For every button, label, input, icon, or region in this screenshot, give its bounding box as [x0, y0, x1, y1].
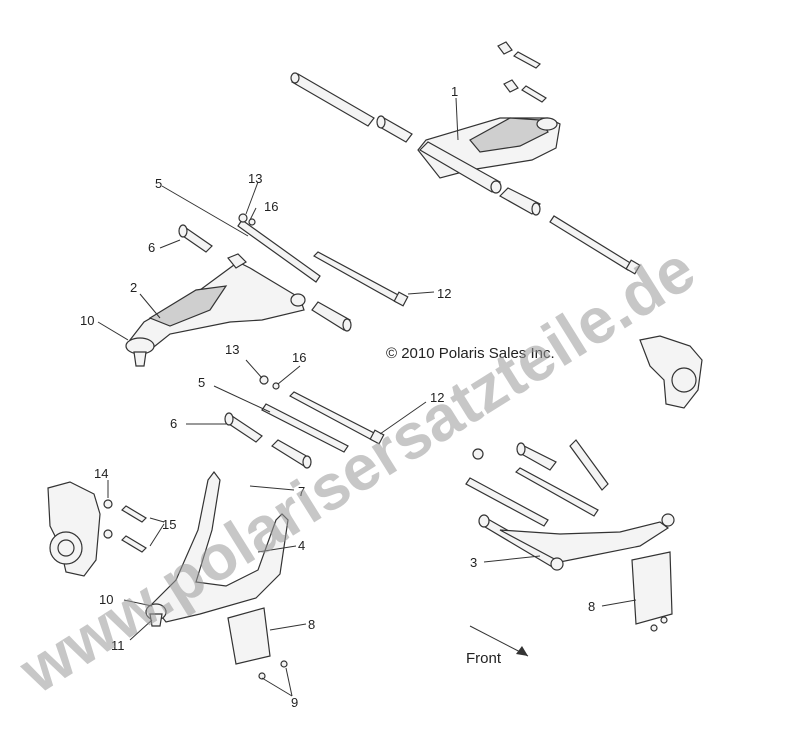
callout-16: 16 — [264, 199, 278, 214]
part-knuckle-right — [639, 335, 703, 409]
callout-3: 3 — [470, 555, 477, 570]
part-1-upper-a-arm-top — [290, 41, 641, 275]
callout-16: 16 — [292, 350, 306, 365]
front-label: Front — [466, 650, 502, 667]
callout-8: 8 — [308, 617, 315, 632]
callout-12: 12 — [430, 390, 444, 405]
copyright-text: © 2010 Polaris Sales Inc. — [386, 345, 555, 362]
callout-14: 14 — [94, 466, 108, 481]
callout-13: 13 — [248, 171, 262, 186]
callout-4: 4 — [298, 538, 305, 553]
part-knuckle-left — [47, 481, 101, 577]
callout-6: 6 — [148, 240, 155, 255]
callouts: 1 2 3 4 5 5 6 6 7 8 8 9 10 10 11 12 12 1… — [80, 84, 595, 710]
callout-1: 1 — [451, 84, 458, 99]
callout-8: 8 — [588, 599, 595, 614]
callout-10: 10 — [80, 313, 94, 328]
callout-13: 13 — [225, 342, 239, 357]
callout-6: 6 — [170, 416, 177, 431]
callout-11: 11 — [111, 638, 125, 653]
callout-7: 7 — [298, 484, 305, 499]
leader-lines — [97, 97, 637, 697]
callout-2: 2 — [130, 280, 137, 295]
callout-15: 15 — [162, 517, 176, 532]
callout-9: 9 — [291, 695, 298, 710]
front-direction-arrow — [469, 625, 529, 657]
part-2-upper-a-arm-front — [125, 213, 409, 367]
watermark: www.polarisersatzteile.de — [6, 232, 707, 707]
part-4-lower-a-arm-front — [103, 375, 385, 680]
callout-12: 12 — [437, 286, 451, 301]
callout-10: 10 — [99, 592, 113, 607]
callout-5: 5 — [155, 176, 162, 191]
callout-5: 5 — [198, 375, 205, 390]
part-3-lower-a-arm-rear — [465, 439, 675, 632]
